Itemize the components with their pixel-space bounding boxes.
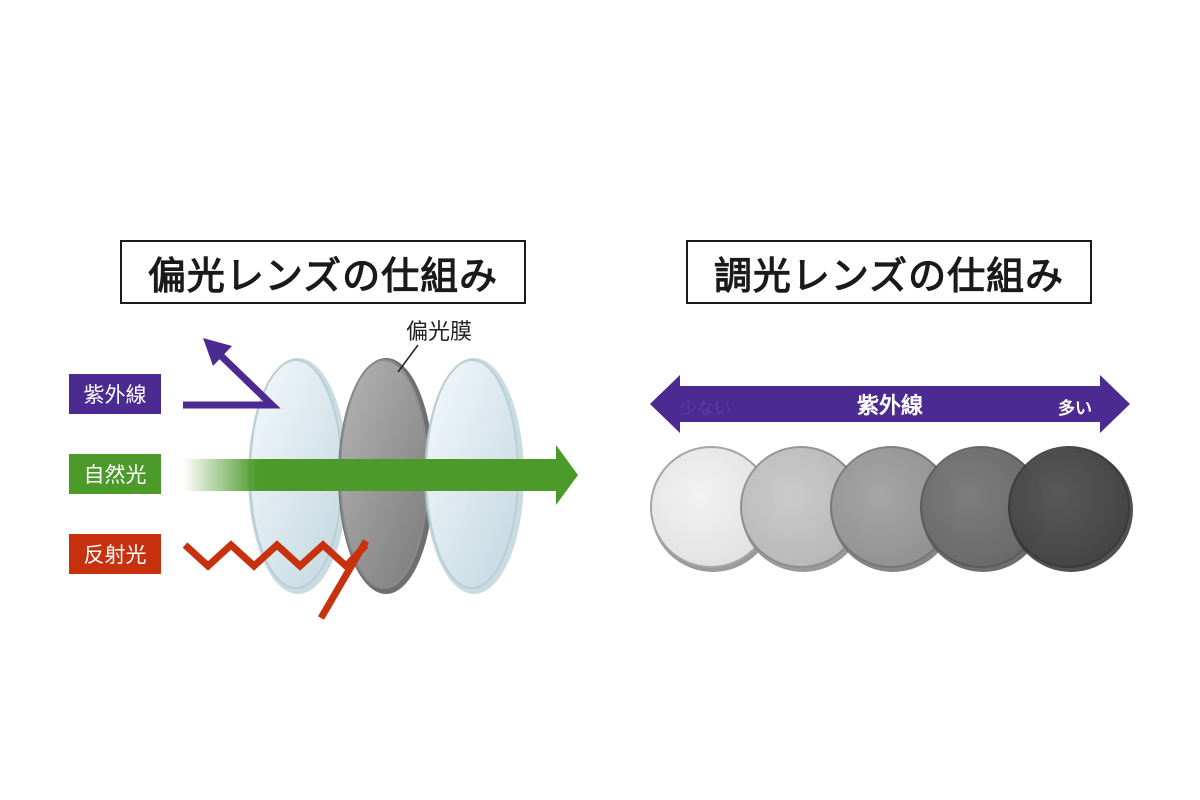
uv-high-label: 多い	[1058, 399, 1092, 419]
polarizing-film-label: 偏光膜	[406, 320, 473, 345]
photochromic-circles	[650, 446, 1133, 572]
uv-arrow	[183, 347, 281, 409]
polarized-lens-title: 偏光レンズの仕組み	[120, 240, 526, 304]
reflected-light-block	[317, 539, 370, 620]
uv-tag: 紫外線	[69, 374, 161, 414]
film-leader-line	[397, 344, 419, 373]
natural-light-tag: 自然光	[69, 454, 161, 494]
reflected-light-zigzag	[182, 540, 369, 571]
uv-scale-label: 紫外線	[856, 394, 923, 419]
natural-light-arrow	[183, 459, 258, 491]
uv-scale-arrow	[650, 375, 1130, 433]
photochromic-lens-title: 調光レンズの仕組み	[686, 240, 1092, 304]
reflected-light-tag: 反射光	[69, 534, 161, 574]
natural-light-arrow-head	[556, 445, 578, 505]
uv-low-label: 少ない	[680, 399, 731, 419]
uv-arrow-head	[203, 338, 232, 366]
